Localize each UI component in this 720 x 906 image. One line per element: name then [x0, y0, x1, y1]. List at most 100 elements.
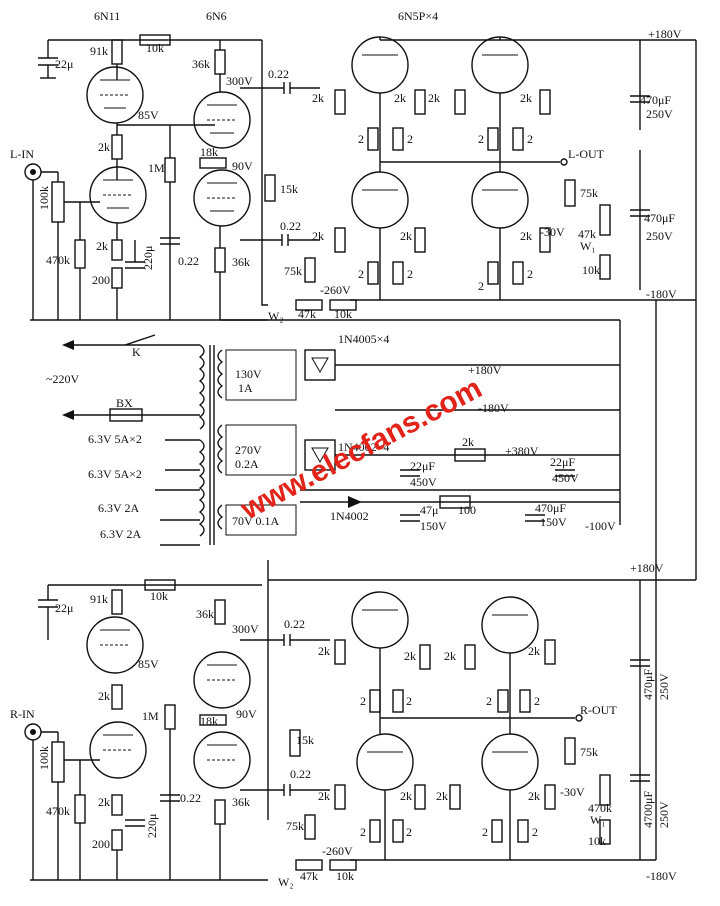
label-heater4: 6.3V 2A: [100, 527, 141, 541]
val-10k-r: 10k: [150, 589, 168, 603]
val-18k-l: 18k: [200, 145, 218, 159]
val-15k-l: 15k: [280, 182, 298, 196]
val-450v-ps1: 450V: [410, 475, 437, 489]
label-bridge1: 1N4005×4: [338, 332, 389, 346]
val-022-l1: 0.22: [268, 67, 289, 81]
val-2k-ro8: 2k: [528, 789, 540, 803]
label-tube-6n6: 6N6: [206, 9, 227, 23]
val-2-o3: 2: [478, 132, 484, 146]
val-250v-o1: 250V: [646, 107, 673, 121]
tube-6n5p-r3: [356, 733, 414, 791]
val-2-ro7: 2: [482, 825, 488, 839]
val-2-o6: 2: [407, 267, 413, 281]
label-fuse: BX: [116, 396, 133, 410]
label-minus260-r: -260V: [322, 844, 353, 858]
label-plus180-top: +180V: [648, 27, 682, 41]
label-plus380: +380V: [505, 444, 539, 458]
val-91k-l: 91k: [90, 44, 108, 58]
tube-6n11-upper: [86, 66, 144, 124]
tube-6n6-lower-r: [193, 731, 251, 789]
val-100-ps: 100: [458, 503, 476, 517]
label-mains: ~220V: [46, 372, 79, 386]
val-2k-o2: 2k: [394, 91, 406, 105]
label-r-in: R-IN: [10, 707, 35, 721]
label-l-in: L-IN: [10, 147, 34, 161]
val-470uf-ps: 470μF: [535, 501, 566, 515]
label-minus180-ps: -180V: [478, 401, 509, 415]
label-heater3: 6.3V 2A: [98, 501, 139, 515]
label-heater1: 6.3V 5A×2: [88, 432, 142, 446]
right-output-stage: [334, 591, 656, 861]
val-2k-o7: 2k: [520, 229, 532, 243]
label-diode-single: 1N4002: [330, 509, 369, 523]
label-plus180-r: +180V: [630, 561, 664, 575]
val-2-o1: 2: [358, 132, 364, 146]
val-75k-ro: 75k: [580, 745, 598, 759]
label-300v-l: 300V: [226, 74, 253, 88]
val-22uf-ps2: 22μF: [550, 455, 575, 469]
power-supply: [62, 320, 621, 546]
val-470u-o2: 470μF: [644, 211, 675, 225]
val-22u-l: 22μ: [55, 57, 73, 71]
val-2k-l1: 2k: [98, 140, 110, 154]
val-15k-r: 15k: [296, 733, 314, 747]
val-2k-o6: 2k: [400, 229, 412, 243]
val-022-l2: 0.22: [178, 254, 199, 268]
label-300v-r: 300V: [232, 622, 259, 636]
val-2-ro5: 2: [360, 825, 366, 839]
val-75k-r: 75k: [286, 819, 304, 833]
val-2k-r1: 2k: [98, 689, 110, 703]
r-volume-pot[interactable]: [51, 741, 65, 783]
val-022-r1: 0.22: [284, 617, 305, 631]
tube-6n5p-r4: [481, 733, 539, 791]
val-470k-r: 470k: [46, 804, 70, 818]
val-75k-l: 75k: [284, 264, 302, 278]
l-out-terminal[interactable]: [560, 158, 568, 166]
label-minus260-l: -260V: [320, 283, 351, 297]
transformer-primary: [198, 344, 205, 430]
val-2k-l2: 2k: [96, 239, 108, 253]
val-200-r: 200: [92, 837, 110, 851]
tube-6n11-lower-r: [89, 721, 147, 779]
val-2-o7: 2: [478, 279, 484, 293]
val-2-o8: 2: [527, 267, 533, 281]
val-220u-l: 220μ: [141, 246, 155, 270]
val-36k-r: 36k: [196, 607, 214, 621]
r-out-terminal[interactable]: [575, 714, 583, 722]
val-2k-ro4: 2k: [528, 644, 540, 658]
val-100k-r: 100k: [37, 746, 51, 770]
val-2k-ro6: 2k: [400, 789, 412, 803]
label-sec2: 270V: [235, 443, 262, 457]
label-sec1b: 1A: [238, 381, 253, 395]
val-47k-o: 47k: [578, 227, 596, 241]
tube-6n11-upper-r: [86, 616, 144, 674]
val-2k-ro3: 2k: [444, 649, 456, 663]
mains-switch[interactable]: [124, 334, 156, 346]
val-75k-o: 75k: [580, 186, 598, 200]
val-1m-l: 1M: [148, 161, 165, 175]
val-2-ro4: 2: [534, 694, 540, 708]
val-2-ro8: 2: [532, 825, 538, 839]
val-150v-ps2: 150V: [540, 515, 567, 529]
label-sec2b: 0.2A: [235, 457, 259, 471]
l-volume-pot[interactable]: [51, 181, 65, 223]
val-36k-r2: 36k: [232, 795, 250, 809]
label-tube-6n5p: 6N5P×4: [398, 9, 438, 23]
val-47k-l: 47k: [298, 307, 316, 321]
label-bridge2: 1N4002×4: [338, 440, 389, 454]
val-022-l3: 0.22: [280, 219, 301, 233]
label-r-out: R-OUT: [580, 703, 617, 717]
label-heater2: 6.3V 5A×2: [88, 467, 142, 481]
val-2k-ro1: 2k: [318, 644, 330, 658]
label-minus100: -100V: [585, 519, 616, 533]
val-2k-o1: 2k: [312, 91, 324, 105]
val-10k-l: 10k: [146, 41, 164, 55]
label-plus180-ps: +180V: [468, 363, 502, 377]
power-rails: [30, 39, 697, 881]
left-channel: [24, 34, 357, 320]
val-47k-r: 47k: [300, 869, 318, 883]
val-10k-l2: 10k: [334, 307, 352, 321]
val-100k-l: 100k: [37, 186, 51, 210]
label-minus30-r: -30V: [560, 785, 585, 799]
